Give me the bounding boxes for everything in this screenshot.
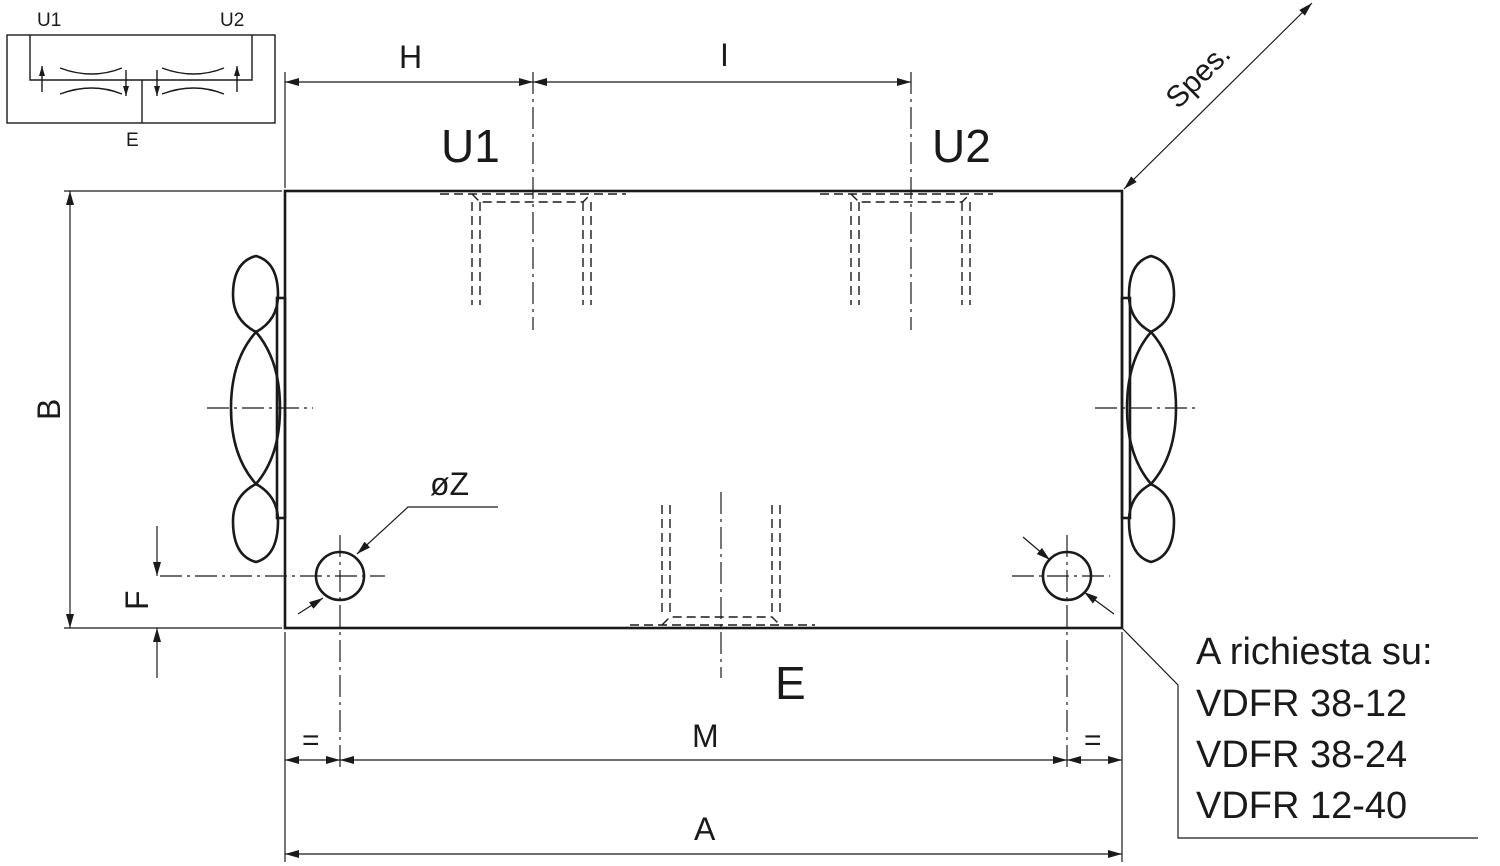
left-hex-nut	[207, 254, 313, 564]
dimension-label-m: M	[692, 718, 719, 754]
schematic-label-u1: U1	[37, 10, 61, 31]
schematic-label-e: E	[126, 130, 139, 151]
dimension-i: I	[533, 37, 911, 86]
dimension-f: F	[119, 526, 161, 678]
dimension-label-i: I	[720, 37, 729, 73]
dimension-thickness: Spes.	[1123, 2, 1313, 190]
mounting-hole-right	[1012, 535, 1110, 768]
note-leader	[1022, 536, 1478, 839]
note-model: VDFR 38-24	[1196, 734, 1407, 776]
dimension-label-f: F	[119, 590, 155, 610]
schematic-label-u2: U2	[220, 10, 244, 31]
dimension-z: øZ	[297, 466, 498, 615]
dimension-label-a: A	[694, 811, 716, 847]
mounting-hole-left	[160, 535, 385, 768]
availability-note: A richiesta su: VDFR 38-12 VDFR 38-24 VD…	[1196, 631, 1433, 827]
dimension-label-h: H	[399, 39, 422, 75]
note-title: A richiesta su:	[1196, 631, 1433, 673]
port-u1-hidden-lines	[440, 72, 626, 330]
dimension-h: H	[285, 39, 533, 86]
dimension-label-z: øZ	[430, 466, 469, 502]
dimension-a: A	[285, 811, 1122, 858]
right-hex-nut	[1095, 254, 1200, 564]
dimension-label-equal-left: =	[302, 724, 320, 757]
dimension-equal-left: =	[285, 724, 340, 764]
note-model: VDFR 12-40	[1196, 785, 1407, 827]
valve-body	[283, 189, 1124, 630]
port-label-u2: U2	[932, 120, 991, 172]
port-u2-hidden-lines	[820, 72, 993, 330]
dimension-label-thickness: Spes.	[1160, 37, 1238, 115]
port-e-hidden-lines	[630, 492, 815, 678]
dimension-b: B	[31, 191, 74, 628]
hydraulic-schematic: U1 U2 E	[6, 10, 276, 151]
dimension-m: M	[340, 718, 1067, 764]
dimension-label-b: B	[31, 399, 67, 420]
note-model: VDFR 38-12	[1196, 683, 1407, 725]
port-label-e: E	[775, 657, 806, 709]
dimension-equal-right: =	[1067, 724, 1122, 764]
port-label-u1: U1	[441, 120, 500, 172]
dimension-label-equal-right: =	[1084, 724, 1102, 757]
